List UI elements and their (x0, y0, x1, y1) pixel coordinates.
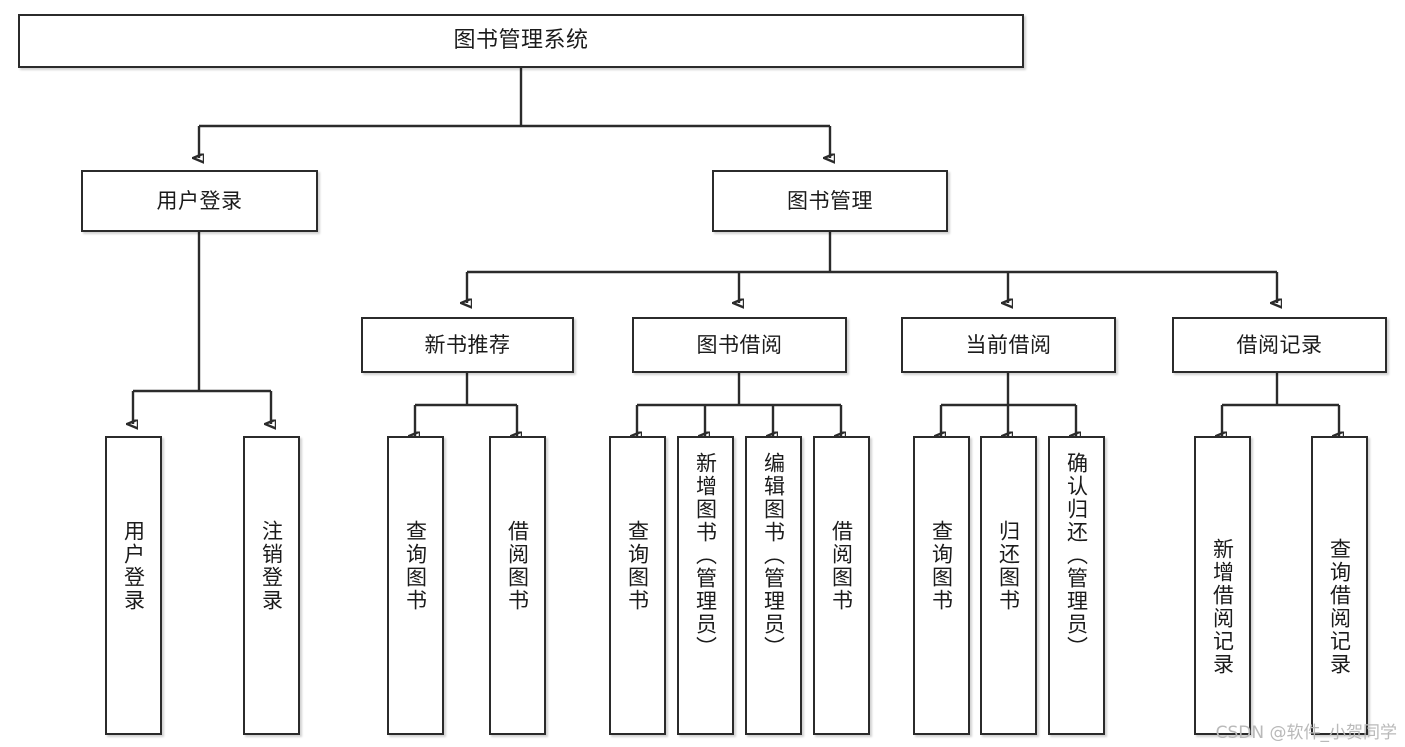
node-leaf-query-record[interactable]: 查询借阅记录 (1311, 436, 1368, 735)
watermark: CSDN @软件_小贺同学 (1215, 723, 1397, 743)
node-leaf-borrow-book-2-label: 借阅图书 (829, 520, 854, 612)
node-book-manage-label: 图书管理 (787, 188, 873, 213)
node-leaf-add-book[interactable]: 新增图书（管理员） (677, 436, 734, 735)
node-leaf-user-login-label: 用户登录 (121, 520, 146, 612)
node-current-borrow[interactable]: 当前借阅 (901, 317, 1116, 373)
node-leaf-borrow-book-2[interactable]: 借阅图书 (813, 436, 870, 735)
node-leaf-user-logout[interactable]: 注销登录 (243, 436, 300, 735)
node-current-borrow-label: 当前借阅 (965, 332, 1052, 357)
node-leaf-query-book-2[interactable]: 查询图书 (609, 436, 666, 735)
node-leaf-user-login[interactable]: 用户登录 (105, 436, 162, 735)
node-leaf-return-book[interactable]: 归还图书 (980, 436, 1037, 735)
node-book-borrow[interactable]: 图书借阅 (632, 317, 847, 373)
node-leaf-edit-book-label: 编辑图书（管理员） (761, 452, 786, 659)
node-user-login-label: 用户登录 (156, 188, 243, 213)
node-leaf-query-book-2-label: 查询图书 (625, 520, 650, 612)
node-new-book-rec[interactable]: 新书推荐 (361, 317, 574, 373)
node-leaf-query-record-label: 查询借阅记录 (1327, 538, 1352, 676)
node-leaf-query-book-1[interactable]: 查询图书 (387, 436, 444, 735)
node-borrow-record[interactable]: 借阅记录 (1172, 317, 1387, 373)
node-leaf-confirm-return[interactable]: 确认归还（管理员） (1048, 436, 1105, 735)
node-leaf-add-record-label: 新增借阅记录 (1210, 538, 1235, 676)
node-user-login[interactable]: 用户登录 (81, 170, 318, 232)
node-book-borrow-label: 图书借阅 (696, 332, 783, 357)
node-root-label: 图书管理系统 (453, 28, 589, 54)
node-leaf-edit-book[interactable]: 编辑图书（管理员） (745, 436, 802, 735)
node-root[interactable]: 图书管理系统 (18, 14, 1024, 68)
node-new-book-rec-label: 新书推荐 (424, 332, 511, 357)
node-leaf-confirm-return-label: 确认归还（管理员） (1064, 452, 1089, 659)
node-leaf-borrow-book-1[interactable]: 借阅图书 (489, 436, 546, 735)
node-leaf-user-logout-label: 注销登录 (259, 520, 284, 612)
node-leaf-borrow-book-1-label: 借阅图书 (505, 520, 530, 612)
node-book-manage[interactable]: 图书管理 (712, 170, 948, 232)
node-leaf-query-book-3-label: 查询图书 (929, 520, 954, 612)
node-leaf-query-book-3[interactable]: 查询图书 (913, 436, 970, 735)
node-leaf-add-record[interactable]: 新增借阅记录 (1194, 436, 1251, 735)
node-leaf-return-book-label: 归还图书 (996, 520, 1021, 612)
node-borrow-record-label: 借阅记录 (1236, 332, 1323, 357)
node-leaf-query-book-1-label: 查询图书 (403, 520, 428, 612)
node-leaf-add-book-label: 新增图书（管理员） (693, 452, 718, 659)
